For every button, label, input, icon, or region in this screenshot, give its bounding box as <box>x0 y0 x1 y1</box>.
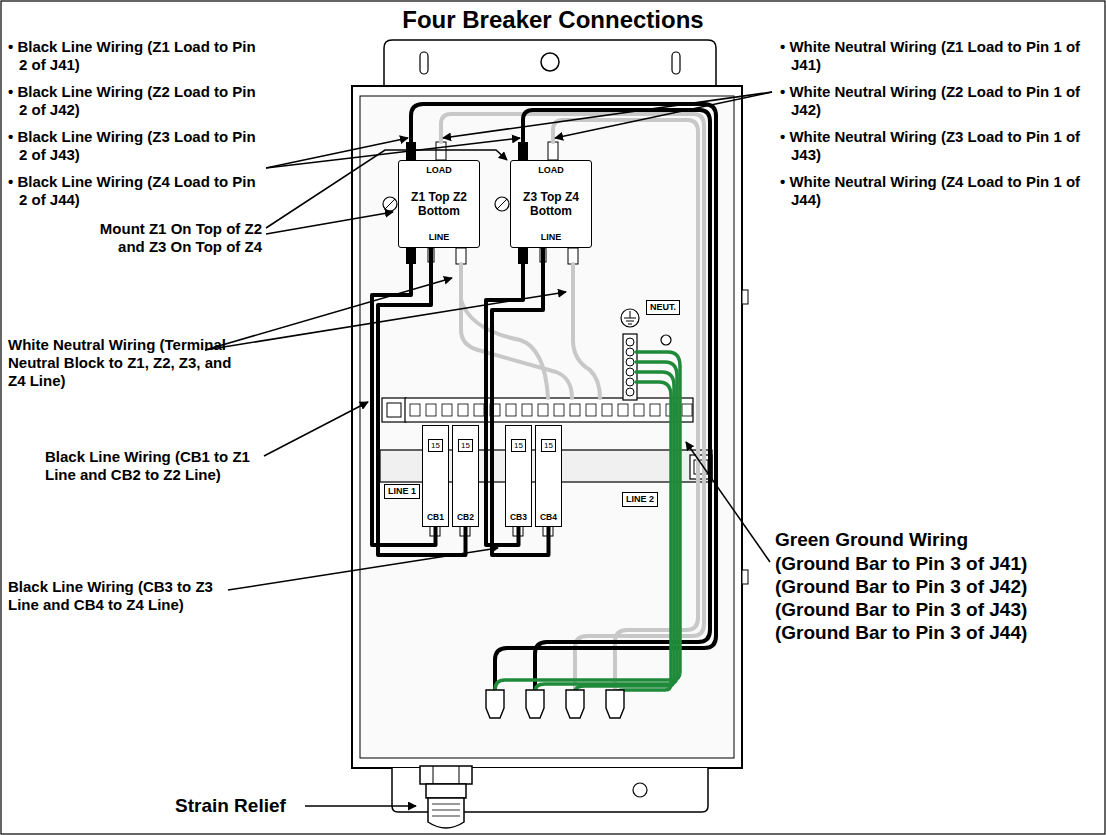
callout-text: Strain Relief <box>175 794 301 817</box>
neutral-wires <box>461 264 600 398</box>
enclosure-body <box>352 86 742 768</box>
callout-text: • White Neutral Wiring (Z4 Load to Pin 1… <box>780 173 1090 209</box>
breaker-name: CB1 <box>427 512 444 522</box>
callout-text: • White Neutral Wiring (Z1 Load to Pin 1… <box>780 38 1090 74</box>
breaker-name: CB4 <box>540 512 557 522</box>
callout-text: • Black Line Wiring (Z1 Load to Pin 2 of… <box>8 38 263 74</box>
amp-rating: 15 <box>428 439 443 452</box>
callout-text: • Black Line Wiring (Z4 Load to Pin 2 of… <box>8 173 263 209</box>
circuit-breaker: 15CB2 <box>452 425 479 527</box>
breaker-name: CB2 <box>457 512 474 522</box>
amp-rating: 15 <box>541 439 556 452</box>
module-name: Z1 Top Z2 Bottom <box>402 190 476 218</box>
ground-wires <box>495 352 680 694</box>
callout-text: • Black Line Wiring (Z3 Load to Pin 2 of… <box>8 128 263 164</box>
circuit-breaker: 15CB1 <box>422 425 449 527</box>
callout-text: (Ground Bar to Pin 3 of J43) <box>775 598 1095 621</box>
mounting-tab <box>384 40 716 88</box>
amp-rating: 15 <box>458 439 473 452</box>
circuit-breaker: 15CB3 <box>505 425 532 527</box>
callout-text: (Ground Bar to Pin 3 of J42) <box>775 575 1095 598</box>
strain-relief <box>420 766 472 828</box>
callout-text: • White Neutral Wiring (Z3 Load to Pin 1… <box>780 128 1090 164</box>
breaker-module-box: LOAD Z3 Top Z4 BottomLINE <box>510 160 592 248</box>
module-name: Z3 Top Z4 Bottom <box>514 190 588 218</box>
terminal-label: LINE 2 <box>622 492 658 507</box>
amp-rating: 15 <box>511 439 526 452</box>
terminal-side-label: LINE <box>541 232 562 243</box>
callout-text: • White Neutral Wiring (Z2 Load to Pin 1… <box>780 83 1090 119</box>
leader-lines <box>205 92 772 806</box>
breaker-name: CB3 <box>510 512 527 522</box>
terminal-side-label: LOAD <box>538 165 564 176</box>
callout-text: Mount Z1 On Top of Z2 and Z3 On Top of Z… <box>70 220 262 256</box>
callout-heading: Green Ground Wiring <box>775 528 1095 551</box>
terminal-strip <box>405 398 693 422</box>
callout-text: (Ground Bar to Pin 3 of J44) <box>775 621 1095 644</box>
circuit-breaker: 15CB4 <box>535 425 562 527</box>
terminal-side-label: LINE <box>429 232 450 243</box>
breaker-module-box: LOAD Z1 Top Z2 BottomLINE <box>398 160 480 248</box>
callout-text: Black Line Wiring (CB3 to Z3 Line and CB… <box>8 578 223 614</box>
callout-text: (Ground Bar to Pin 3 of J41) <box>775 552 1095 575</box>
wire-connectors <box>486 690 624 718</box>
callout-text: Black Line Wiring (CB1 to Z1 Line and CB… <box>45 448 260 484</box>
terminal-label: LINE 1 <box>384 484 420 499</box>
ground-bar <box>621 309 639 400</box>
terminal-side-label: LOAD <box>426 165 452 176</box>
terminal-label: NEUT. <box>646 300 680 315</box>
callout-text: White Neutral Wiring (Terminal Neutral B… <box>8 336 233 390</box>
callout-text: • Black Line Wiring (Z2 Load to Pin 2 of… <box>8 83 263 119</box>
diagram-title: Four Breaker Connections <box>0 6 1106 34</box>
